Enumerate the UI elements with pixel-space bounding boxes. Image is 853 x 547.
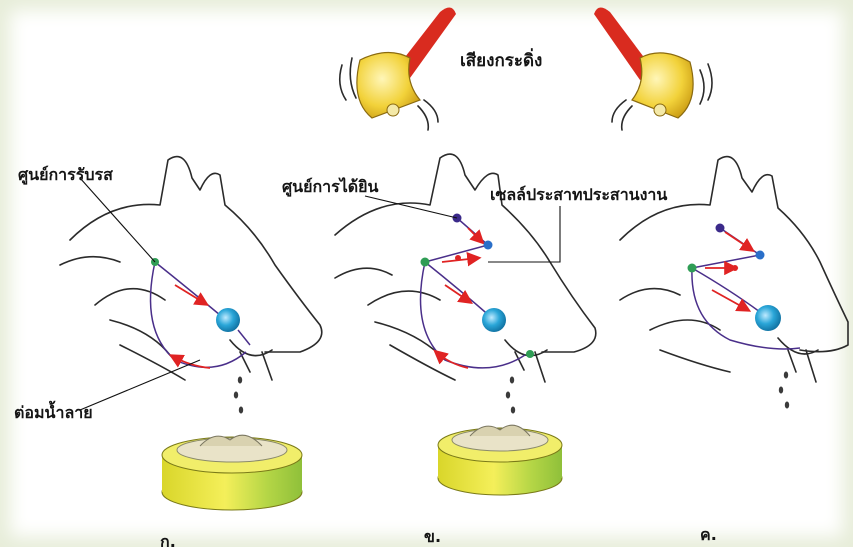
salivary-gland-c-icon — [755, 305, 781, 331]
hearing-center-node-c — [716, 224, 725, 233]
bell-sound-label: เสียงกระดิ่ง — [460, 48, 542, 71]
panel-c-letter: ค. — [700, 525, 717, 544]
salivary-gland-b-icon — [482, 308, 506, 332]
hearing-center-label: ศูนย์การได้ยิน — [282, 177, 379, 198]
panel-b: ศูนย์การได้ยิน เซลล์ประสาทประสานงาน ข. — [282, 154, 667, 546]
panel-b-letter: ข. — [424, 527, 441, 546]
salivary-gland-icon — [216, 308, 240, 332]
food-bowl-a — [162, 435, 302, 510]
taste-center-node-b — [421, 258, 430, 267]
coordinating-neuron-label: เซลล์ประสาทประสานงาน — [490, 185, 667, 204]
taste-center-node-c — [688, 264, 697, 273]
salivary-gland-label: ต่อมน้ำลาย — [14, 400, 93, 422]
bell-right-icon — [594, 7, 712, 130]
coordinating-neuron-node — [484, 241, 493, 250]
panel-c: ค. — [620, 157, 848, 544]
panel-a: ศูนย์การรับรส ต่อมน้ำลาย ก. — [14, 157, 322, 547]
panel-a-letter: ก. — [160, 532, 176, 547]
coordinating-neuron-node-c — [756, 251, 765, 260]
taste-center-label: ศูนย์การรับรส — [18, 165, 113, 186]
food-bowl-b — [438, 425, 562, 495]
bell-left-icon — [340, 7, 456, 130]
